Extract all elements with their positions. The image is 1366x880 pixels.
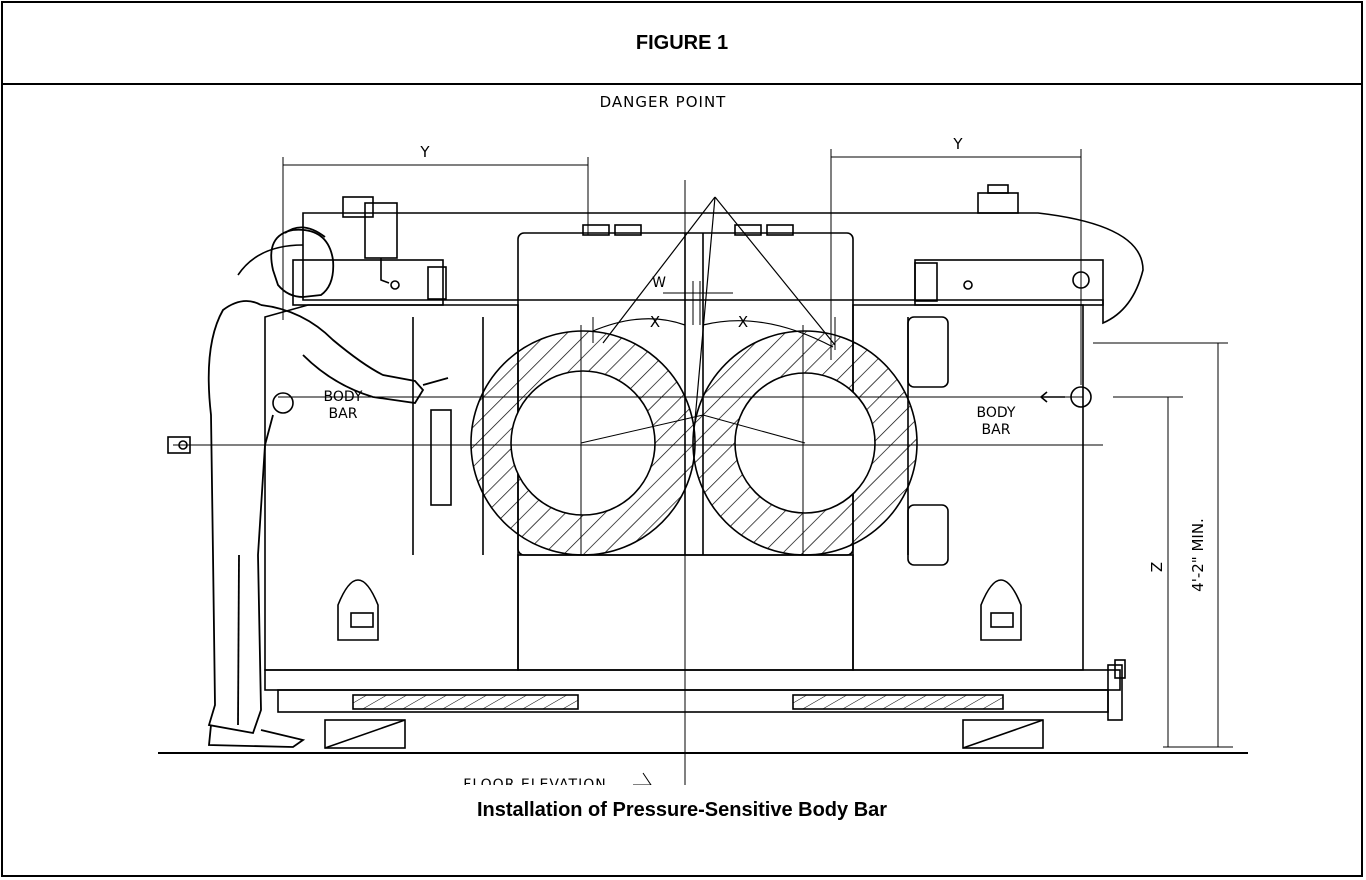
left-arm <box>292 259 444 306</box>
foot-left <box>324 719 406 749</box>
dim-w-label: W <box>652 275 666 291</box>
mill-diagram: DANGER POINT Y Y W X X BODY BAR BODY BAR… <box>158 93 1248 793</box>
figure-caption: Installation of Pressure-Sensitive Body … <box>476 799 888 821</box>
body-bar-right-knob <box>1070 386 1092 408</box>
top-crossbar <box>302 212 1144 325</box>
top-bolt-right <box>977 192 1019 214</box>
body-bar-left-label-1: BODY <box>324 389 363 405</box>
dim-z-label: Z <box>1147 562 1165 572</box>
dim-y-left-label: Y <box>419 143 430 161</box>
body-bar-left-knob <box>272 392 294 414</box>
right-arm <box>914 259 1104 306</box>
frame-window-left <box>337 579 379 641</box>
foot-right <box>962 719 1044 749</box>
worker-figure <box>207 226 449 748</box>
body-bar-right-label-2: BAR <box>982 422 1011 438</box>
frame-window-right <box>980 579 1022 641</box>
machine-drawing: DANGER POINT Y Y W X X BODY BAR BODY BAR… <box>3 85 1365 793</box>
danger-point-label: DANGER POINT <box>600 93 727 111</box>
top-bolt-left <box>342 196 374 218</box>
body-bar-right-label-1: BODY <box>977 405 1016 421</box>
dim-height-label: 4'-2" MIN. <box>1189 518 1207 592</box>
body-bar-left-label-2: BAR <box>329 406 358 422</box>
dim-y-right-label: Y <box>952 135 963 153</box>
dim-x-right-label: X <box>738 313 748 331</box>
base-plate <box>264 669 1121 691</box>
dim-x-left-label: X <box>650 313 660 331</box>
figure-header: FIGURE 1 <box>3 3 1361 85</box>
figure-title: FIGURE 1 <box>635 31 729 54</box>
floor-elevation-label: FLOOR ELEVATION <box>463 777 606 785</box>
